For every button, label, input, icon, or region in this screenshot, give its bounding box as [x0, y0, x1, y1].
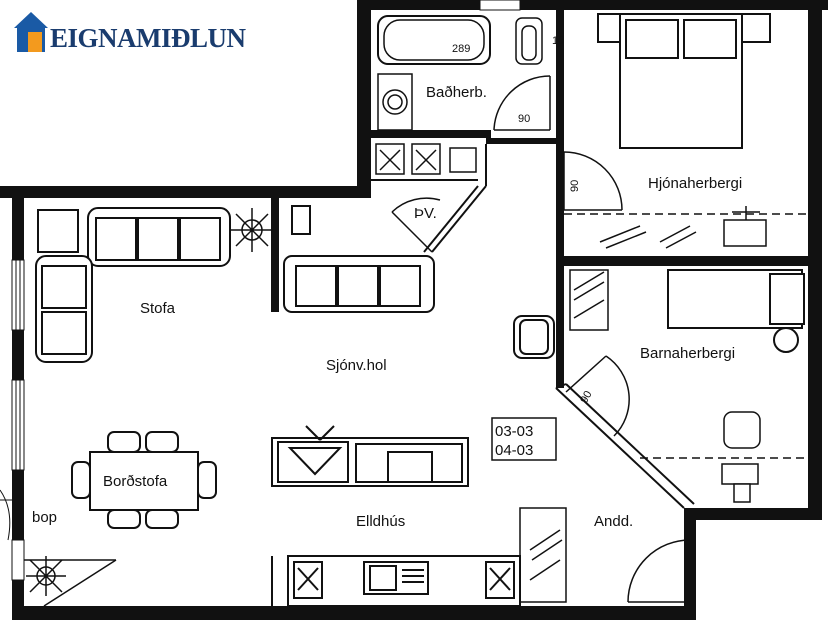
single-bed [667, 269, 805, 353]
laundry-door [391, 197, 441, 253]
sink [377, 73, 413, 131]
room-label-tv-hall: Sjónv.hol [326, 357, 387, 374]
laundry-appliances [375, 143, 477, 175]
entrance-door [627, 539, 691, 603]
kids-wardrobe [569, 269, 609, 331]
toilet [515, 17, 543, 65]
kids-door-width: 90 [578, 389, 595, 406]
armchair [513, 315, 555, 359]
interior-walls [271, 10, 808, 516]
unit-id-line2: 04-03 [495, 442, 533, 459]
hall-wardrobe [519, 507, 567, 603]
room-label-laundry: ÞV. [414, 205, 437, 222]
room-label-kitchen: Elldhús [356, 513, 405, 530]
room-label-kids-room: Barnaherbergi [640, 345, 735, 362]
desk [640, 411, 808, 503]
plant-living [230, 208, 274, 252]
room-label-hall: Andd. [594, 513, 633, 530]
kids-door [565, 355, 630, 437]
right-windows [479, 0, 817, 420]
master-door [563, 151, 623, 211]
balcony-text: bop [32, 509, 57, 526]
dining-table [71, 431, 217, 529]
plant-balcony [24, 556, 117, 607]
diagonal-walls [371, 144, 695, 509]
sofa [35, 207, 231, 363]
margin-number: 10 [552, 35, 564, 47]
bathtub [377, 15, 491, 65]
bathroom-door [493, 75, 551, 131]
bathroom-door-width: 90 [518, 113, 530, 125]
unit-id-line1: 03-03 [495, 423, 533, 440]
room-label-dining-room: Borðstofa [103, 473, 168, 490]
double-bed [597, 13, 771, 149]
left-windows [0, 259, 25, 581]
house-icon [14, 12, 48, 52]
room-label-bathroom: Baðherb. [426, 84, 487, 101]
tv-sofa [283, 205, 435, 313]
master-door-width: 90 [569, 180, 581, 192]
master-wardrobe [564, 206, 808, 249]
company-logo: EIGNAMIÐLUN [14, 12, 246, 52]
bathtub-length: 289 [452, 43, 470, 55]
kitchen-counter [271, 555, 521, 607]
unit-id-box [491, 417, 557, 461]
kitchen-island [271, 425, 469, 487]
logo-text: EIGNAMIÐLUN [50, 23, 246, 53]
room-label-living-room: Stofa [140, 300, 176, 317]
room-label-master-bedroom: Hjónaherbergi [648, 175, 742, 192]
